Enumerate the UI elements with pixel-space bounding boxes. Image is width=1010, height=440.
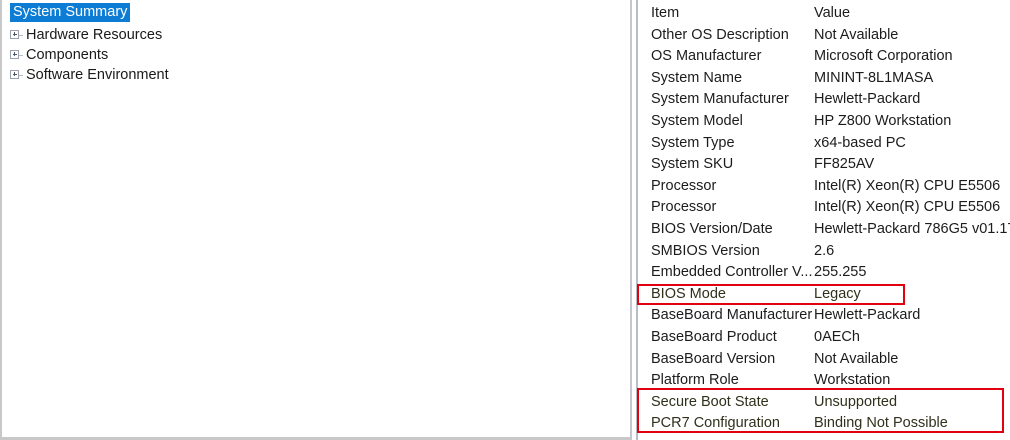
detail-row-value: 0AECh xyxy=(814,329,860,345)
detail-row[interactable]: BIOS Version/Date Hewlett-Packard 786G5 v… xyxy=(638,219,1010,241)
detail-row[interactable]: BaseBoard Product 0AECh xyxy=(638,327,1010,349)
detail-row-item: BIOS Version/Date xyxy=(651,221,773,237)
tree-item-hardware-resources-label: Hardware Resources xyxy=(26,27,163,44)
detail-row[interactable]: Other OS Description Not Available xyxy=(638,25,1010,47)
detail-row-value: Intel(R) Xeon(R) CPU E5506 xyxy=(814,177,1001,194)
detail-row[interactable]: BaseBoard Version Not Available xyxy=(638,349,1010,371)
detail-row[interactable]: System Name MININT-8L1MASA xyxy=(638,68,1010,90)
detail-row-item: System Model xyxy=(651,113,743,129)
detail-row-item: Secure Boot State xyxy=(651,393,769,410)
tree-item-system-summary-label: System Summary xyxy=(10,3,131,22)
detail-row[interactable]: BIOS Mode Legacy xyxy=(638,284,1010,306)
column-header-item[interactable]: Item xyxy=(651,5,680,21)
plus-icon[interactable] xyxy=(10,69,19,79)
detail-row[interactable]: System SKU FF825AV xyxy=(638,154,1010,176)
detail-row[interactable]: Embedded Controller V...255.255 xyxy=(638,262,1010,284)
tree-connector-line xyxy=(19,75,23,76)
detail-row[interactable]: SMBIOS Version 2.6 xyxy=(638,241,1010,263)
tree-item-hardware-resources[interactable]: Hardware Resources xyxy=(2,25,162,45)
tree-item-software-environment-label: Software Environment xyxy=(26,67,169,84)
detail-row-item: System SKU xyxy=(651,156,734,173)
pane-divider-inner xyxy=(636,0,638,440)
detail-row-value: 255.255 xyxy=(814,264,867,281)
tree-item-components[interactable]: Components xyxy=(2,45,108,65)
detail-row-value: Hewlett-Packard 786G5 v01.17, 8/ xyxy=(814,221,1010,237)
detail-row-item: BaseBoard Manufacturer xyxy=(651,307,813,324)
detail-row-value: Unsupported xyxy=(814,393,898,410)
detail-row-item: BIOS Mode xyxy=(651,285,726,302)
detail-row-value: Workstation xyxy=(814,372,891,389)
tree-connector-line xyxy=(19,35,23,36)
detail-row-item: System Name xyxy=(651,69,743,86)
detail-row-value: HP Z800 Workstation xyxy=(814,113,952,129)
detail-row-value: Binding Not Possible xyxy=(814,415,948,432)
detail-row-value: Hewlett-Packard xyxy=(814,91,921,108)
detail-row-value: Not Available xyxy=(814,350,899,367)
tree-item-software-environment[interactable]: Software Environment xyxy=(2,65,169,85)
plus-icon[interactable] xyxy=(10,29,19,39)
detail-row-item: System Manufacturer xyxy=(651,91,789,108)
detail-header-row[interactable]: Item Value xyxy=(638,3,1010,25)
column-header-value[interactable]: Value xyxy=(814,5,851,21)
detail-row[interactable]: Secure Boot State Unsupported xyxy=(638,392,1010,414)
plus-icon[interactable] xyxy=(10,49,19,59)
window-bottom-edge xyxy=(0,437,630,440)
detail-row-item: Processor xyxy=(651,177,717,194)
detail-row-value: Hewlett-Packard xyxy=(814,307,921,324)
detail-row[interactable]: Platform Role Workstation xyxy=(638,370,1010,392)
detail-row-item: OS Manufacturer xyxy=(651,48,762,65)
tree-item-components-label: Components xyxy=(26,47,109,64)
navigation-tree-pane[interactable]: System Summary Hardware Resources Compon… xyxy=(0,0,630,440)
detail-row-value: Intel(R) Xeon(R) CPU E5506 xyxy=(814,199,1001,216)
detail-row-item: Embedded Controller V... xyxy=(651,264,813,281)
detail-row-value: Legacy xyxy=(814,285,861,302)
detail-row-item: BaseBoard Product xyxy=(651,329,777,345)
detail-row[interactable]: Processor Intel(R) Xeon(R) CPU E5506 xyxy=(638,197,1010,219)
detail-row-value: Not Available xyxy=(814,26,899,43)
detail-row-item: Processor xyxy=(651,199,717,216)
detail-row-item: PCR7 Configuration xyxy=(651,415,780,432)
tree-connector-line xyxy=(19,55,23,56)
pane-divider-outer xyxy=(630,0,632,440)
detail-row[interactable]: PCR7 Configuration Binding Not Possible xyxy=(638,413,1010,435)
detail-row-item: System Type xyxy=(651,134,735,151)
detail-row[interactable]: OS Manufacturer Microsoft Corporation xyxy=(638,46,1010,68)
detail-row-value: x64-based PC xyxy=(814,134,906,151)
detail-row-value: MININT-8L1MASA xyxy=(814,69,934,86)
detail-row-item: Other OS Description xyxy=(651,26,789,43)
detail-row-value: Microsoft Corporation xyxy=(814,48,953,65)
detail-row-item: BaseBoard Version xyxy=(651,350,776,367)
detail-row[interactable]: System Model HP Z800 Workstation xyxy=(638,111,1010,133)
detail-row-value: 2.6 xyxy=(814,242,835,259)
detail-row[interactable]: System Manufacturer Hewlett-Packard xyxy=(638,89,1010,111)
tree-item-system-summary[interactable]: System Summary xyxy=(2,2,630,22)
detail-row-value: FF825AV xyxy=(814,156,875,173)
detail-row-item: SMBIOS Version xyxy=(651,242,760,259)
detail-row-item: Platform Role xyxy=(651,372,739,389)
detail-row[interactable]: System Type x64-based PC xyxy=(638,133,1010,155)
detail-row[interactable]: Processor Intel(R) Xeon(R) CPU E5506 xyxy=(638,176,1010,198)
